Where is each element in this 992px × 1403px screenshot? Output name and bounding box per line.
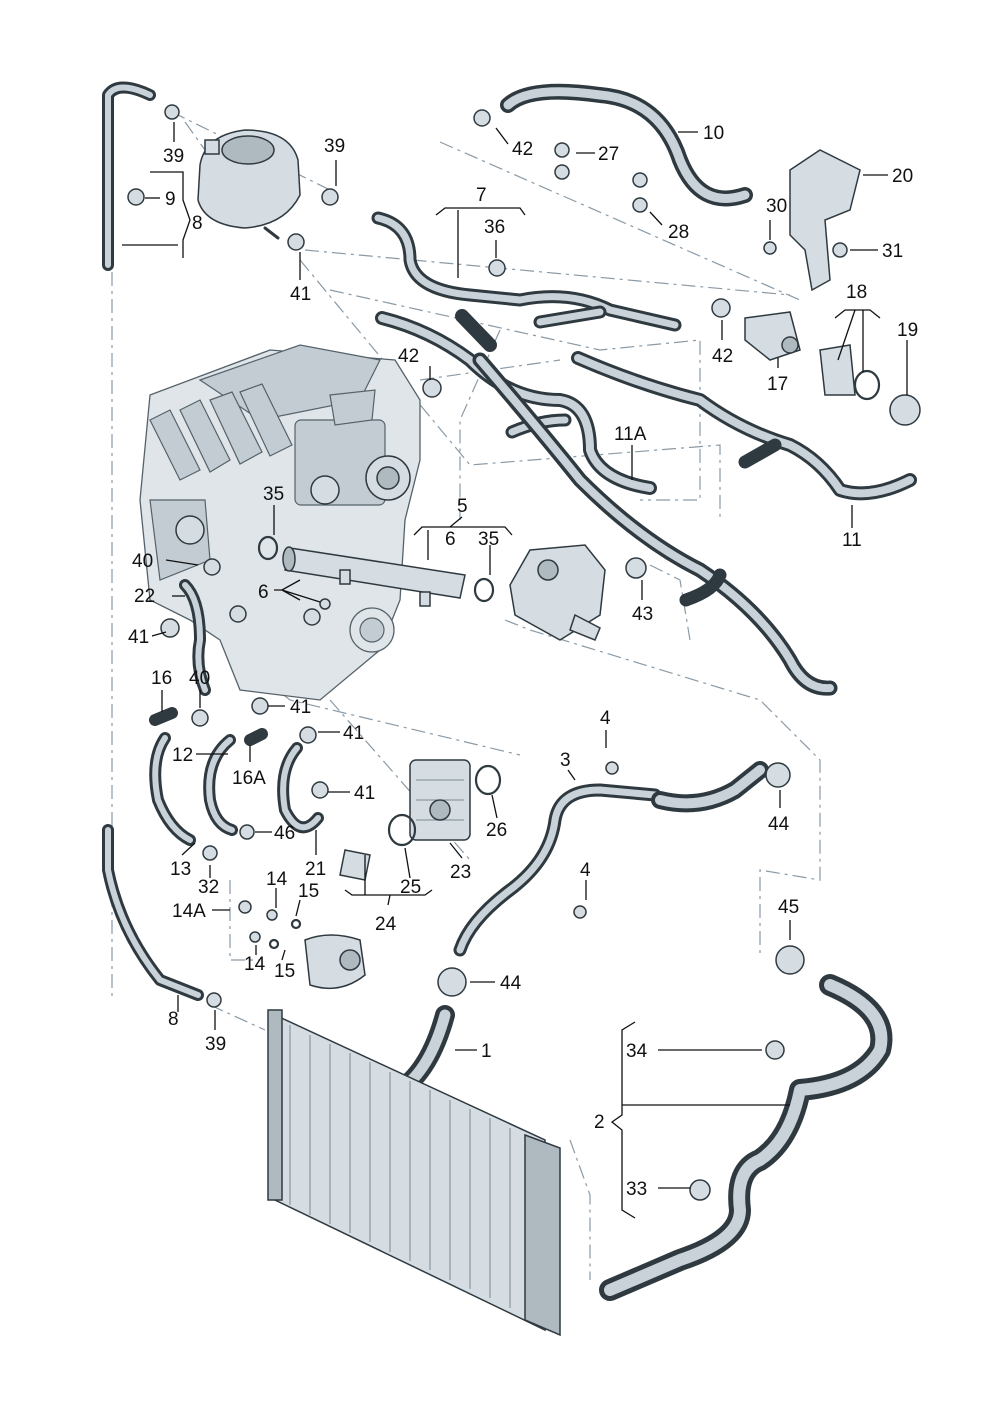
part-label: 15: [274, 961, 295, 982]
part-label: 16A: [232, 768, 266, 789]
part-label: 41: [290, 697, 311, 718]
part-labels: 39 9 8 39 41 7 36 42 27 28 10 20 30 31 1…: [128, 123, 918, 1200]
part-label: 31: [882, 241, 903, 262]
part-label: 42: [398, 346, 419, 367]
part-label: 33: [626, 1179, 647, 1200]
part-label: 16: [151, 668, 172, 689]
coolant-pump: [304, 849, 371, 990]
leader-lines: [122, 122, 908, 1219]
part-label: 1: [481, 1041, 492, 1062]
thermostat-housing: [509, 544, 606, 641]
part-label: 5: [457, 496, 468, 517]
part-label: 41: [354, 783, 375, 804]
part-label: 41: [290, 284, 311, 305]
part-label: 42: [712, 346, 733, 367]
engine-block: [139, 344, 421, 701]
valve-and-bracket: [744, 149, 921, 426]
coolant-pipe: [282, 546, 466, 607]
part-label: 25: [400, 877, 421, 898]
part-label: 17: [767, 374, 788, 395]
part-label: 34: [626, 1041, 648, 1062]
part-label: 39: [324, 136, 345, 157]
part-label: 44: [500, 973, 522, 994]
part-label: 41: [343, 723, 364, 744]
part-label: 20: [892, 166, 913, 187]
part-label: 10: [703, 123, 724, 144]
part-label: 40: [189, 668, 210, 689]
part-label: 15: [298, 881, 319, 902]
part-label: 44: [768, 814, 790, 835]
expansion-tank: [197, 129, 301, 240]
part-label: 23: [450, 862, 471, 883]
part-label: 4: [600, 708, 611, 729]
part-label: 28: [668, 222, 689, 243]
part-label: 45: [778, 897, 799, 918]
part-label: 32: [198, 877, 219, 898]
part-label: 11: [842, 530, 862, 551]
oil-cooler: [409, 759, 471, 841]
part-label: 24: [375, 914, 397, 935]
part-label: 39: [205, 1034, 226, 1055]
part-label: 43: [632, 604, 653, 625]
part-label: 8: [192, 213, 203, 234]
part-label: 27: [598, 144, 619, 165]
part-label: 36: [484, 217, 505, 238]
part-label: 2: [594, 1112, 605, 1133]
part-label: 4: [580, 860, 591, 881]
part-label: 35: [263, 484, 284, 505]
part-label: 8: [168, 1009, 179, 1030]
part-label: 11A: [614, 424, 647, 445]
part-label: 42: [512, 139, 533, 160]
part-label: 14: [266, 869, 288, 890]
part-label: 26: [486, 820, 507, 841]
part-label: 40: [132, 551, 153, 572]
part-label: 46: [274, 823, 295, 844]
hoses: [102, 81, 917, 1301]
part-label: 12: [172, 745, 193, 766]
part-label: 14A: [172, 901, 206, 922]
part-label: 18: [846, 282, 867, 303]
part-label: 35: [478, 529, 499, 550]
radiator: [267, 1009, 561, 1337]
part-label: 22: [134, 586, 155, 607]
part-label: 7: [476, 185, 487, 206]
part-label: 21: [305, 859, 326, 880]
part-label: 13: [170, 859, 191, 880]
part-label: 3: [560, 750, 571, 771]
part-label: 9: [165, 189, 176, 210]
part-label: 39: [163, 146, 184, 167]
part-label: 6: [445, 529, 456, 550]
part-label: 19: [897, 320, 918, 341]
part-label: 30: [766, 196, 787, 217]
hose-clamps: [127, 104, 848, 1201]
part-label: 14: [244, 954, 266, 975]
part-label: 41: [128, 627, 149, 648]
part-label: 6: [258, 582, 269, 603]
